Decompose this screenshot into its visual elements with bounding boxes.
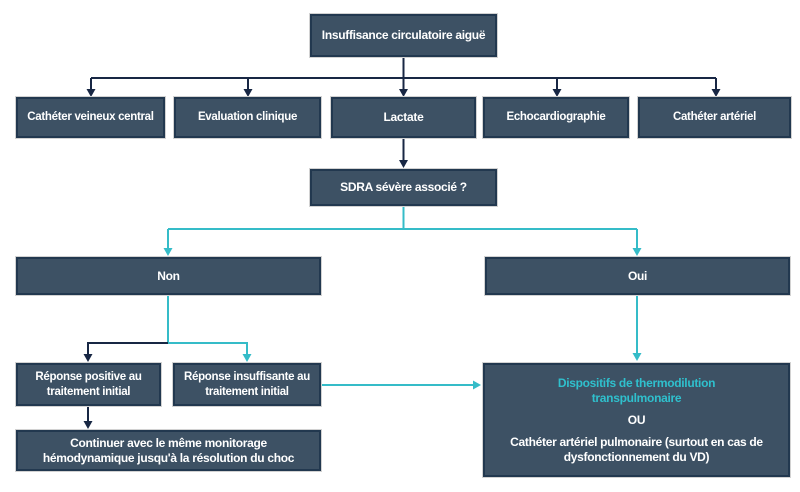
arrowhead-catheter-veineux — [86, 89, 96, 97]
node-reponse-positive: Réponse positive au traitement initial — [16, 363, 161, 406]
arrowhead-continuer — [83, 421, 93, 429]
node-continuer-monitorage: Continuer avec le même monitorage hémody… — [16, 430, 321, 471]
node-catheter-arteriel: Cathéter artériel — [638, 97, 791, 138]
node-oui: Oui — [485, 257, 790, 295]
node-sdra-question: SDRA sévère associé ? — [310, 169, 497, 206]
node-echocardiographie: Echocardiographie — [483, 97, 629, 138]
arrowhead-sdra — [399, 160, 408, 168]
node-insuffisance-circulatoire: Insuffisance circulatoire aiguë — [310, 14, 497, 57]
node-reponse-insuffisante: Réponse insuffisante au traitement initi… — [173, 363, 321, 406]
label-ou: OU — [627, 412, 646, 427]
arrowhead-reponse-positive — [83, 354, 93, 362]
connector-non-left — [87, 342, 169, 354]
arrowhead-echocardiographie — [552, 89, 562, 97]
arrowhead-dispositifs-top — [632, 353, 642, 361]
arrowhead-catheter-arteriel — [711, 89, 721, 97]
node-evaluation-clinique: Evaluation clinique — [174, 97, 321, 138]
arrowhead-dispositifs-left — [473, 380, 481, 390]
node-dispositifs-oui-branch: Dispositifs de thermodilution transpulmo… — [483, 363, 790, 477]
arrowhead-lactate — [399, 89, 408, 97]
node-catheter-veineux-central: Cathéter veineux central — [16, 97, 165, 138]
arrowhead-reponse-insuffisante — [242, 354, 252, 362]
label-thermodilution: Dispositifs de thermodilution transpulmo… — [557, 375, 716, 405]
arrowhead-evaluation — [243, 89, 253, 97]
arrowhead-non — [163, 248, 173, 256]
connector-non-right — [168, 342, 248, 354]
label-catheter-pulmonaire: Cathéter artériel pulmonaire (surtout en… — [510, 434, 763, 464]
arrowhead-oui — [632, 248, 642, 256]
node-lactate: Lactate — [331, 97, 476, 138]
node-non: Non — [16, 257, 321, 295]
